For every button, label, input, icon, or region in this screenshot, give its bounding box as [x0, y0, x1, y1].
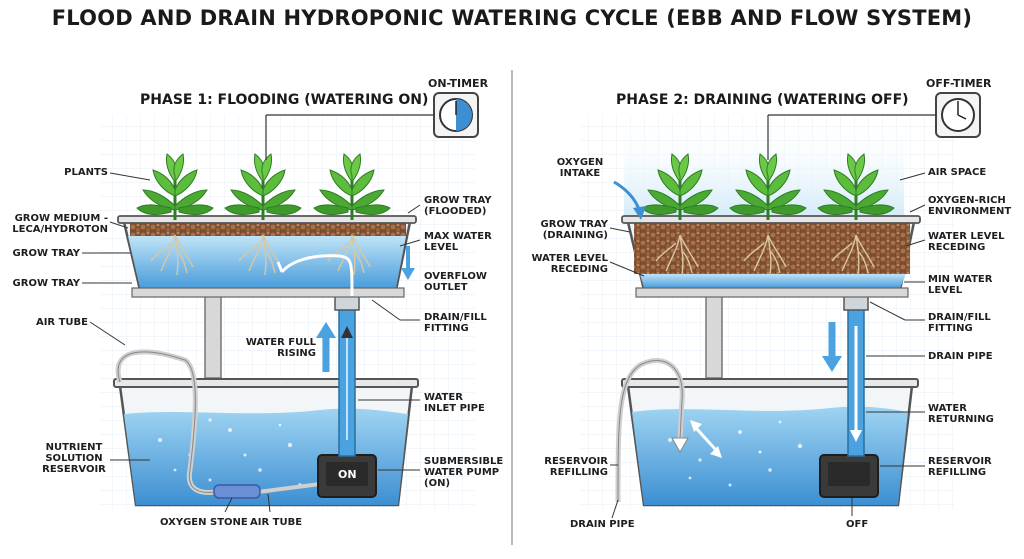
label-grow-tray-flooded: GROW TRAY(FLOODED) [424, 195, 492, 217]
label-plants: PLANTS [64, 167, 108, 178]
phase2-heading: PHASE 2: DRAINING (WATERING OFF) [616, 92, 909, 108]
reservoir-rim [113, 378, 419, 388]
phase1-illustration [82, 92, 479, 513]
label-drain-pipe: DRAIN PIPE [928, 351, 993, 362]
label-air-tube-bottom: AIR TUBE [250, 517, 303, 528]
phase2-illustration [580, 92, 981, 519]
phase1-heading: PHASE 1: FLOODING (WATERING ON) [140, 92, 429, 108]
label-grow-tray-a: GROW TRAY [12, 248, 80, 259]
label-air-space: AIR SPACE [928, 167, 987, 178]
on-timer-label: ON-TIMER [428, 77, 489, 90]
label-oxygen-stone: OXYGEN STONE [160, 517, 248, 528]
grow-medium [130, 222, 406, 236]
oxygen-stone [213, 484, 261, 499]
diagram-title: FLOOD AND DRAIN HYDROPONIC WATERING CYCL… [51, 6, 973, 30]
pump-face [326, 462, 368, 486]
off-timer-label: OFF-TIMER [926, 77, 992, 90]
pump-on-badge: ON [338, 468, 357, 481]
label-pump-off: OFF [846, 519, 869, 530]
drain-fill-fitting [334, 295, 360, 311]
tray-rim [117, 215, 417, 224]
label-drain-pipe-bottom: DRAIN PIPE [570, 519, 635, 530]
label-grow-tray-draining: GROW TRAY(DRAINING) [540, 219, 608, 241]
tray-stand-post [204, 295, 222, 379]
label-air-tube: AIR TUBE [35, 317, 88, 328]
label-grow-tray-b: GROW TRAY [12, 278, 80, 289]
air-tube-to-pump [257, 482, 321, 494]
tray-base [131, 287, 405, 298]
tray-flood-water [128, 236, 406, 288]
label-grow-medium: GROW MEDIUM -LECA/HYDROTON [12, 213, 108, 235]
air-tube-outline [117, 351, 216, 493]
